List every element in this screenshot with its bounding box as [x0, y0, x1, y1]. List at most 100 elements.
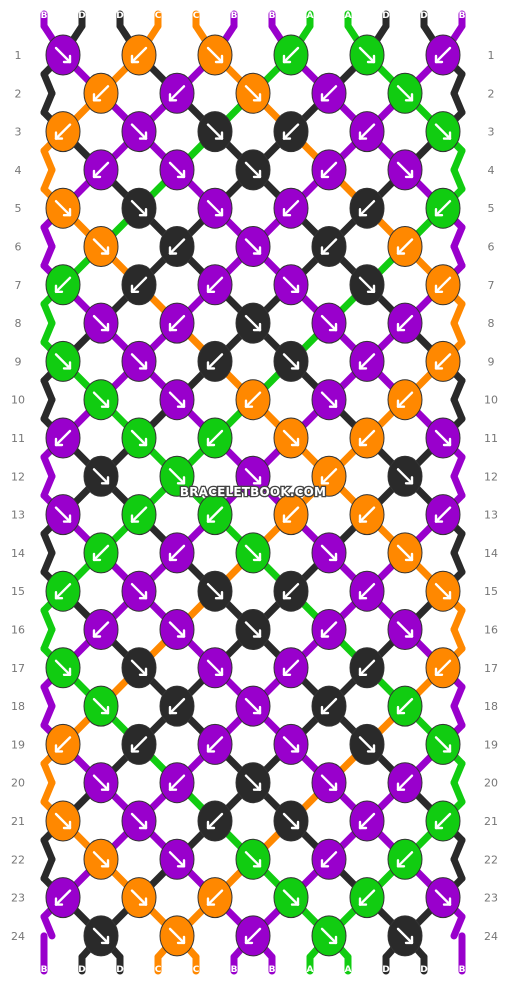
- knot: [83, 609, 119, 650]
- knot-arrowhead-icon: [138, 361, 148, 370]
- knot-arrow-icon: [434, 889, 452, 906]
- knot: [121, 494, 157, 536]
- knot-arrowhead-icon: [244, 935, 254, 945]
- knot-arrow-icon: [130, 889, 148, 906]
- strand-label-bottom: D: [420, 965, 427, 975]
- knot: [45, 340, 81, 382]
- knot-arrow-icon: [282, 199, 300, 217]
- row-number-right: 20: [484, 777, 498, 790]
- row-number-right: 5: [488, 202, 495, 215]
- row-number-right: 9: [488, 355, 495, 368]
- knot-arrowhead-icon: [358, 207, 368, 217]
- knot-arrowhead-icon: [290, 361, 300, 370]
- knot: [425, 417, 461, 459]
- knot-arrow-icon: [54, 276, 72, 293]
- knot-arrowhead-icon: [290, 820, 300, 830]
- knot: [349, 34, 385, 76]
- knot-arrow-icon: [396, 851, 414, 868]
- knot-arrow-icon: [282, 46, 300, 64]
- knot-arrowhead-icon: [100, 705, 110, 715]
- row-number-left: 13: [11, 509, 25, 522]
- knot-arrow-icon: [168, 85, 186, 102]
- knot: [197, 647, 233, 689]
- knot-arrowhead-icon: [100, 859, 110, 868]
- knot-arrow-icon: [244, 391, 262, 408]
- row-number-right: 3: [488, 126, 495, 139]
- knot: [387, 72, 423, 114]
- knot-arrowhead-icon: [404, 552, 414, 562]
- knot-arrowhead-icon: [54, 591, 64, 600]
- knot-arrowhead-icon: [176, 629, 186, 638]
- knot-arrowhead-icon: [206, 437, 216, 447]
- knot-arrowhead-icon: [252, 629, 262, 638]
- knot-arrow-icon: [92, 468, 110, 485]
- knot-arrowhead-icon: [320, 705, 330, 715]
- knot: [83, 838, 119, 880]
- knot: [197, 800, 233, 842]
- knot-arrowhead-icon: [130, 514, 140, 523]
- knot: [425, 264, 461, 306]
- knot-arrowhead-icon: [62, 207, 72, 217]
- knot-arrowhead-icon: [434, 284, 444, 293]
- knot-arrowhead-icon: [100, 399, 110, 408]
- row-number-left: 24: [11, 930, 25, 943]
- row-number-left: 14: [11, 547, 25, 560]
- knot-arrowhead-icon: [206, 744, 216, 753]
- knot: [45, 494, 81, 536]
- knot: [311, 72, 347, 114]
- knot: [425, 570, 461, 612]
- knot-arrowhead-icon: [206, 361, 216, 370]
- strand-label-top: A: [307, 11, 314, 21]
- knot-arrow-icon: [396, 161, 414, 179]
- knot-arrowhead-icon: [138, 207, 148, 217]
- row-number-right: 21: [484, 815, 498, 828]
- knot: [273, 340, 309, 382]
- knot-arrow-icon: [396, 314, 414, 332]
- knot: [159, 455, 195, 497]
- knot-arrow-icon: [282, 736, 300, 753]
- knot: [159, 609, 195, 650]
- knot: [197, 264, 233, 306]
- knot-arrow-icon: [130, 659, 148, 676]
- knot-arrow-icon: [396, 697, 414, 715]
- knot-arrow-icon: [54, 123, 72, 140]
- knot-arrow-icon: [206, 506, 224, 523]
- knot: [83, 379, 119, 421]
- knot-arrow-icon: [92, 851, 110, 868]
- knot-arrowhead-icon: [176, 476, 186, 485]
- knot-arrow-icon: [358, 659, 376, 676]
- knot-arrow-icon: [244, 544, 262, 562]
- knot-arrow-icon: [282, 889, 300, 906]
- row-number-left: 6: [15, 241, 22, 254]
- knot: [121, 264, 157, 306]
- knot: [235, 915, 271, 957]
- watermark-text: BRACELETBOOK.COM: [180, 485, 326, 499]
- knot-arrow-icon: [168, 544, 186, 562]
- knot-arrow-icon: [54, 812, 72, 830]
- knot-arrow-icon: [92, 391, 110, 408]
- knot-arrowhead-icon: [62, 514, 72, 523]
- row-number-right: 14: [484, 547, 498, 560]
- knot: [235, 532, 271, 574]
- knot-arrowhead-icon: [206, 820, 216, 830]
- knot-arrow-icon: [92, 544, 110, 562]
- knot-arrow-icon: [320, 161, 338, 179]
- knot-arrow-icon: [92, 161, 110, 179]
- knot-arrow-icon: [244, 774, 262, 791]
- knot-arrow-icon: [130, 276, 148, 293]
- row-number-left: 1: [15, 49, 22, 62]
- knot-arrowhead-icon: [328, 322, 338, 332]
- knot: [273, 647, 309, 689]
- knot: [197, 111, 233, 153]
- knot-arrowhead-icon: [138, 820, 148, 830]
- knot: [349, 800, 385, 842]
- knot-arrow-icon: [206, 123, 224, 140]
- knot-arrow-icon: [358, 429, 376, 447]
- knot-arrowhead-icon: [214, 591, 224, 600]
- knot: [159, 838, 195, 880]
- knot-arrow-icon: [206, 583, 224, 600]
- strand-label-bottom: A: [307, 965, 314, 975]
- row-number-left: 17: [11, 662, 25, 675]
- strand-label-top: A: [345, 11, 352, 21]
- knot-arrowhead-icon: [176, 399, 186, 408]
